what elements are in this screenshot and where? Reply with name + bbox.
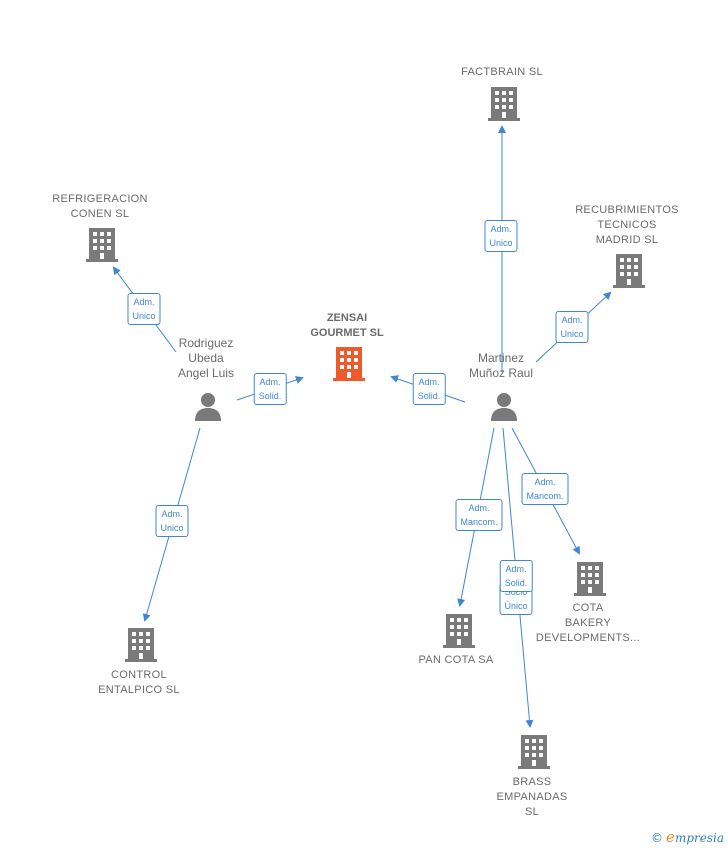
person-icon[interactable] [489,391,519,421]
relation-label-line: Adm. [133,297,155,307]
relation-label[interactable]: Adm. Unico [484,220,518,252]
company-name-line: CONTROL [111,669,167,681]
company-name-line: CONEN SL [70,208,130,220]
focus-company-label[interactable]: ZENSAI GOURMET SL [310,311,383,341]
empresia-logo[interactable]: ©empresia [651,828,724,846]
relation-label[interactable]: Adm. Solid. [412,373,446,405]
company-label-refrigeracion[interactable]: REFRIGERACION CONEN SL [52,192,148,222]
company-label-cotabakery[interactable]: COTA BAKERY DEVELOPMENTS... [536,601,640,646]
company-name-line: PAN COTA SA [418,654,494,666]
building-icon[interactable] [333,346,365,382]
company-label-brass[interactable]: BRASS EMPANADAS SL [497,775,568,820]
building-icon[interactable] [125,627,157,663]
company-label-recubrimientos[interactable]: RECUBRIMIENTOS TECNICOS MADRID SL [575,203,679,248]
relation-label[interactable]: Adm. Unico [555,311,589,343]
focus-company-line: ZENSAI [326,312,368,324]
copyright-symbol: © [651,831,664,845]
relation-label[interactable]: Adm. Mancom. [521,473,569,505]
relation-label-line: Solid. [258,391,282,401]
company-name-line: FACTBRAIN SL [461,66,543,78]
company-name-line: REFRIGERACION [52,193,148,205]
relation-label-line: Socio [504,587,528,597]
company-name-line: BAKERY [564,617,612,629]
relation-label[interactable]: Adm. Solid. [499,560,533,592]
relation-label-line: Adm. [259,377,281,387]
focus-company-line: GOURMET SL [310,327,384,339]
relation-label-line: Unico [160,523,184,533]
person-name-line: Martinez [477,351,524,365]
brand-name: mpresia [674,831,724,845]
person-name-line: Angel Luis [177,366,235,380]
person-name-line: Muñoz Raul [468,366,534,380]
company-label-control[interactable]: CONTROL ENTALPICO SL [98,668,180,698]
person-name-line: Rodriguez [178,336,234,350]
company-label-pancota[interactable]: PAN COTA SA [418,653,493,668]
relation-label-line: Adm. [505,564,527,574]
relation-label-line: Adm. [490,224,512,234]
relation-label-line: Adm. [561,315,583,325]
company-name-line: COTA [572,602,604,614]
relation-label-line: Adm. [161,509,183,519]
person-label-rodriguez[interactable]: Rodriguez Ubeda Angel Luis [178,336,234,381]
building-icon[interactable] [443,613,475,649]
company-label-factbrain[interactable]: FACTBRAIN SL [461,65,543,80]
relation-label[interactable]: Adm. Mancom. [455,499,503,531]
company-name-line: ENTALPICO SL [98,684,180,696]
relation-label-line: Solid. [417,391,441,401]
person-icon[interactable] [193,391,223,421]
company-name-line: MADRID SL [595,234,659,246]
relation-label-line: Solid. [504,578,528,588]
relation-label-line: Mancom. [460,517,498,527]
relation-label[interactable]: Adm. Solid. [253,373,287,405]
company-name-line: TECNICOS [597,219,657,231]
relation-label[interactable]: Adm. Unico [155,505,189,537]
building-icon[interactable] [86,227,118,263]
person-name-line: Ubeda [188,351,224,365]
building-icon[interactable] [518,734,550,770]
building-icon[interactable] [574,561,606,597]
relation-label-line: Unico [560,329,584,339]
person-label-martinez[interactable]: Martinez Muñoz Raul [469,351,533,381]
company-name-line: RECUBRIMIENTOS [575,204,679,216]
building-icon[interactable] [488,86,520,122]
brand-initial: e [666,828,675,846]
relation-label-line: Adm. [468,503,490,513]
company-name-line: EMPANADAS [496,791,568,803]
building-icon[interactable] [613,253,645,289]
relation-label-line: Único [504,601,528,611]
relation-label[interactable]: Adm. Unico [127,293,161,325]
company-name-line: BRASS [512,776,552,788]
relation-label-line: Mancom. [526,491,564,501]
relation-label-line: Unico [132,311,156,321]
relation-label-line: Adm. [418,377,440,387]
relation-label-line: Adm. [534,477,556,487]
company-name-line: SL [524,806,540,818]
relation-label-line: Unico [489,238,513,248]
company-name-line: DEVELOPMENTS... [535,632,641,644]
